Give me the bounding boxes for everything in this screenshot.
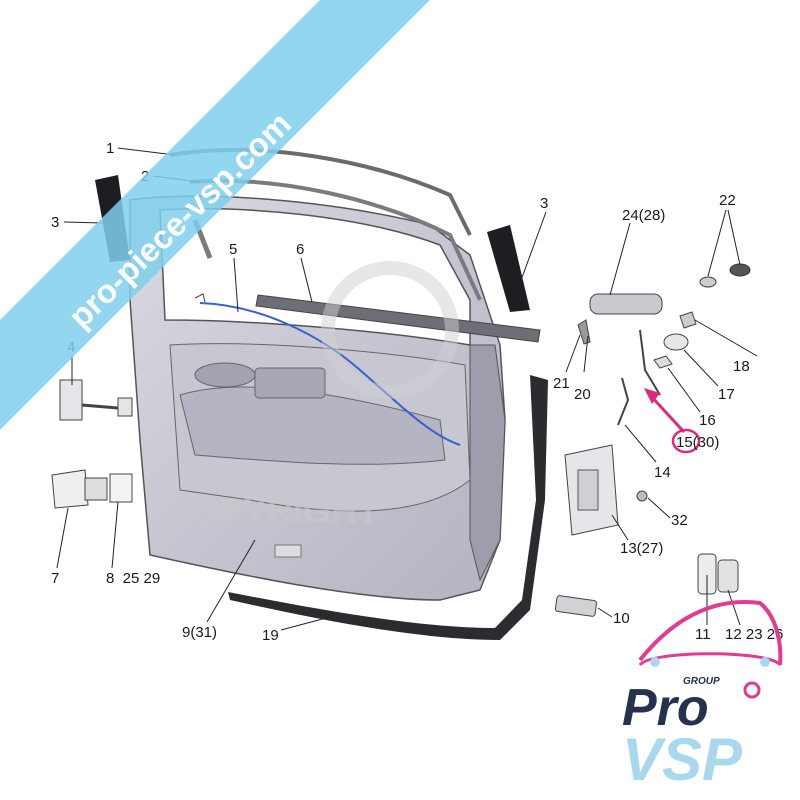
- logo-pro-text: Pro: [622, 679, 709, 737]
- door-seal: [228, 375, 548, 640]
- leader-lines: [56, 147, 758, 631]
- pillar-trim-right: [487, 225, 530, 312]
- copyright-watermark: COPYRIGHT: [165, 490, 379, 531]
- part-label-18: 18: [733, 358, 750, 375]
- part-label-10: 10: [613, 610, 630, 627]
- highlight-circle: [671, 428, 701, 454]
- part-label-5: 5: [229, 241, 237, 258]
- door-check-strap: [59, 379, 133, 421]
- logo-car-light-right: [760, 657, 770, 667]
- logo-car-light-left: [650, 657, 660, 667]
- screw-32: [636, 490, 648, 502]
- key-set: [699, 263, 751, 288]
- door-assembly: [129, 195, 506, 601]
- part-label-3-right: 3: [540, 195, 548, 212]
- part-label-24: 24(28): [622, 207, 665, 224]
- part-label-9: 9(31): [182, 624, 217, 641]
- part-label-19: 19: [262, 627, 279, 644]
- door-hinges: [51, 469, 133, 509]
- part-label-16: 16: [699, 412, 716, 429]
- highlight-arrow-head: [644, 388, 660, 404]
- copyright-circle-watermark: [321, 261, 459, 399]
- logo-group-text: GROUP: [683, 676, 720, 687]
- clip-18: [679, 311, 697, 329]
- handle-recess: [194, 362, 256, 388]
- part-label-20: 20: [574, 386, 591, 403]
- clip-16: [653, 355, 673, 369]
- part-label-17: 17: [718, 386, 735, 403]
- part-label-11: 11: [695, 626, 711, 643]
- part-label-32: 32: [671, 512, 688, 529]
- part-label-3-left: 3: [51, 214, 59, 231]
- logo-car-body: [638, 652, 782, 667]
- door-reflector: [554, 595, 598, 617]
- lower-clip: [274, 544, 302, 558]
- cable-end: [194, 293, 206, 303]
- part-label-1: 1: [106, 140, 114, 157]
- clip-17: [663, 333, 689, 351]
- part-label-13: 13(27): [620, 540, 663, 557]
- lock-rod-15: [639, 329, 661, 396]
- door-pads: [697, 553, 739, 595]
- lock-rod-14: [617, 377, 630, 426]
- part-label-21: 21: [553, 375, 570, 392]
- logo-gear-icon: [743, 681, 761, 699]
- part-label-8: 8 25 29: [106, 570, 160, 587]
- part-label-14: 14: [654, 464, 671, 481]
- armrest: [179, 386, 446, 465]
- door-rear-post: [469, 344, 506, 582]
- part-label-12: 12 23 26: [725, 626, 783, 643]
- highlight-marker: [644, 388, 701, 454]
- part-label-15: 15(30): [676, 434, 719, 451]
- part-label-22: 22: [719, 192, 736, 209]
- interior-handle: [589, 293, 663, 315]
- door-lock: [564, 444, 619, 536]
- part-label-7: 7: [51, 570, 59, 587]
- part-labels: 1 2 3 3 4 5 6 7 8 25 29 9(31) 10 11 12 2…: [51, 140, 783, 644]
- logo-car-outline: [638, 599, 783, 666]
- window-cable: [199, 302, 461, 446]
- screw-21: [577, 319, 591, 345]
- switch-panel: [254, 367, 326, 399]
- part-label-6: 6: [296, 241, 304, 258]
- banner-ribbon: [0, 0, 430, 430]
- provsp-logo: GROUP Pro VSP: [622, 599, 783, 793]
- highlight-arrow-shaft: [648, 393, 686, 434]
- logo-vsp-text: VSP: [622, 726, 743, 793]
